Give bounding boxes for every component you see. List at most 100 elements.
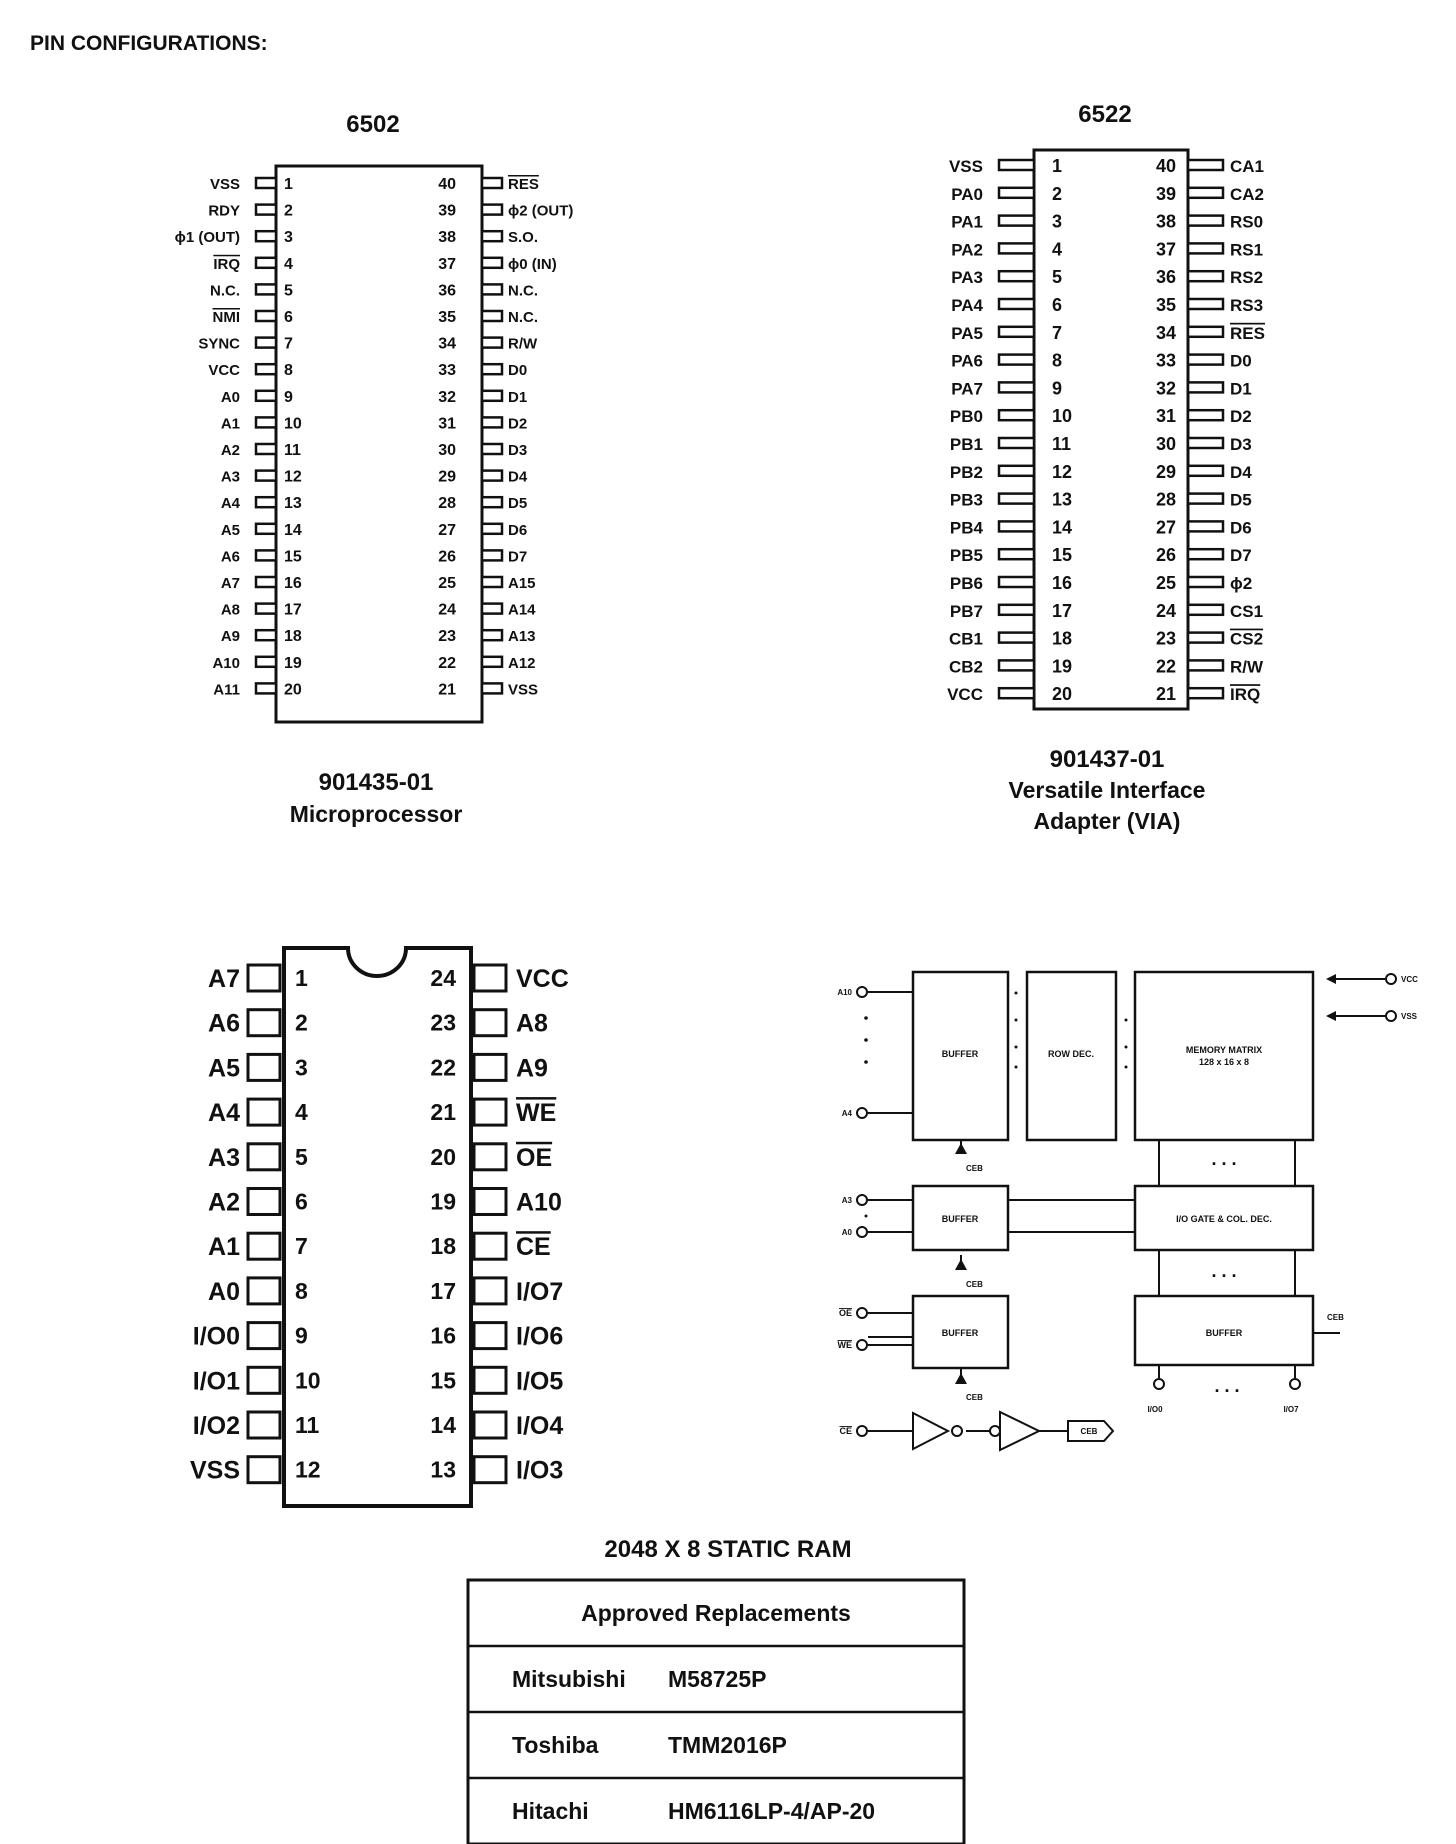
- chip-6522-pin-3-lead: [997, 214, 1036, 227]
- chip-ram-pin-14-number: 14: [430, 1412, 456, 1438]
- chip-6522-pin-35-name: RS3: [1230, 296, 1263, 315]
- chip-6502-pin-26-name: D7: [508, 548, 527, 565]
- chip-ram-pin-13-number: 13: [430, 1457, 456, 1483]
- chip-6502-pin-9-number: 9: [284, 389, 293, 406]
- chip-ram-pin-19-number: 19: [430, 1189, 456, 1215]
- chip-6502-pin-3-number: 3: [284, 229, 293, 246]
- chip-6502-pin-13-name: A4: [221, 495, 241, 512]
- chip-6502-pin-19-name: A10: [212, 655, 240, 672]
- chip-ram-pin-11-name: I/O2: [193, 1412, 240, 1440]
- chip-6522-pin-13-name: PB3: [950, 491, 983, 510]
- control-buffer-label: BUFFER: [942, 1328, 979, 1338]
- chip-6502-pin-29-name: D4: [508, 469, 528, 486]
- chip-6522-pin-8-name: PA6: [951, 352, 983, 371]
- chip-6502-pin-9-name: A0: [221, 389, 240, 406]
- chip-6522-pin-26-lead: [1186, 547, 1225, 561]
- chip-6522-pin-31-lead: [1186, 408, 1225, 422]
- ce-inverter-bubble: [951, 1425, 963, 1437]
- chip-6502-pin-16-number: 16: [284, 575, 302, 592]
- chip-6522-pin-33-lead: [1186, 353, 1225, 366]
- chip-6502-pin-33-name: D0: [508, 362, 527, 379]
- chip-6502-pinout: 6502 901435-01 Microprocessor 1VSS2RDY3ϕ…: [175, 111, 574, 827]
- input-a10-label: A10: [837, 988, 852, 997]
- chip-6502-pin-17-number: 17: [284, 602, 302, 619]
- replacement-part-3: HM6116LP-4/AP-20: [668, 1798, 875, 1824]
- chip-6502-pin-18-lead: [254, 628, 278, 642]
- chip-ram-pin-17-name: I/O7: [516, 1278, 563, 1306]
- ceb-label-control: CEB: [966, 1393, 983, 1402]
- chip-6522-pin-24-name: CS1: [1230, 602, 1263, 621]
- chip-6522-pin-27-name: D6: [1230, 518, 1252, 537]
- ce-buffer-input-bubble: [989, 1425, 1001, 1437]
- vcc-label: VCC: [1401, 975, 1418, 984]
- chip-6522-pin-30-lead: [1186, 436, 1225, 450]
- chip-6522-pin-12-number: 12: [1052, 462, 1072, 482]
- chip-ram-title: 2048 X 8 STATIC RAM: [604, 1536, 851, 1563]
- chip-ram-pin-10-lead: [246, 1365, 282, 1395]
- chip-6502-pin-25-lead: [480, 575, 504, 589]
- chip-6522-pin-20-name: VCC: [947, 685, 983, 704]
- row-buffer-label: BUFFER: [942, 1049, 979, 1059]
- chip-6502-pin-6-number: 6: [284, 309, 293, 326]
- chip-6502-pin-36-number: 36: [438, 282, 456, 299]
- chip-6522-pin-39-lead: [1186, 186, 1225, 200]
- chip-6502-pin-35-number: 35: [438, 309, 456, 326]
- chip-6502-pin-23-number: 23: [438, 628, 456, 645]
- chip-ram-pin-13-lead: [472, 1455, 508, 1485]
- chip-6522-pin-37-lead: [1186, 242, 1225, 255]
- chip-6502-pin-22-number: 22: [438, 655, 456, 672]
- chip-6522-pin-1-number: 1: [1052, 156, 1062, 176]
- chip-6502-pin-30-number: 30: [438, 442, 456, 459]
- chip-6502-pin-12-number: 12: [284, 469, 302, 486]
- chip-6502-pin-19-lead: [254, 655, 278, 669]
- chip-ram-pin-23-name: A8: [516, 1010, 548, 1038]
- chip-6522-pin-40-name: CA1: [1230, 157, 1264, 176]
- chip-ram-body: [282, 946, 473, 1508]
- chip-ram-pin-6-lead: [246, 1187, 282, 1216]
- replacement-part-1: M58725P: [668, 1666, 766, 1692]
- vss-label: VSS: [1401, 1012, 1418, 1021]
- chip-ram-pin-10-number: 10: [295, 1367, 321, 1393]
- chip-6522-pin-30-number: 30: [1156, 434, 1176, 454]
- chip-6522-pin-35-lead: [1186, 297, 1225, 311]
- block-diagram-arrows: [955, 974, 1336, 1384]
- chip-ram-pin-16-number: 16: [430, 1323, 456, 1349]
- chip-6522-pin-7-name: PA5: [951, 324, 983, 343]
- chip-6522-pin-21-lead: [1186, 686, 1225, 700]
- chip-ram-pin-5-lead: [246, 1142, 282, 1172]
- chip-6522-pin-21-name: IRQ: [1230, 685, 1260, 704]
- chip-6522-pin-22-number: 22: [1156, 656, 1176, 676]
- chip-ram-pin-22-name: A9: [516, 1054, 548, 1082]
- chip-6522-pin-11-name: PB1: [950, 435, 983, 454]
- chip-6522-pin-36-name: RS2: [1230, 268, 1263, 287]
- chip-ram-pinout: 2048 X 8 STATIC RAM 1A72A63A54A45A36A27A…: [190, 946, 852, 1563]
- chip-6522-pin-12-name: PB2: [950, 463, 983, 482]
- chip-6522-pin-14-lead: [997, 520, 1036, 533]
- chip-ram-pin-7-number: 7: [295, 1233, 308, 1259]
- chip-6522-pin-11-lead: [997, 436, 1036, 450]
- chip-6522-pin-35-number: 35: [1156, 295, 1176, 315]
- chip-ram-pin-3-name: A5: [208, 1054, 240, 1082]
- chip-6502-pin-5-name: N.C.: [210, 282, 240, 299]
- chip-ram-pin-5-name: A3: [208, 1144, 240, 1172]
- gate-column-dots: . . .: [1211, 1261, 1236, 1281]
- chip-ram-pin-15-number: 15: [430, 1367, 456, 1393]
- chip-6522-pin-31-number: 31: [1156, 406, 1176, 426]
- chip-6502-pin-18-name: A9: [221, 628, 240, 645]
- chip-6502-pin-32-number: 32: [438, 389, 456, 406]
- chip-6522-pin-13-number: 13: [1052, 490, 1072, 510]
- chip-6522-pin-38-lead: [1186, 214, 1225, 227]
- chip-ram-pin-7-name: A1: [208, 1233, 240, 1261]
- chip-6522-pin-1-name: VSS: [949, 157, 983, 176]
- ce-buffer-gate: [999, 1410, 1042, 1452]
- chip-ram-pin-16-lead: [472, 1321, 508, 1351]
- chip-ram-pin-14-name: I/O4: [516, 1412, 563, 1440]
- chip-6502-pin-27-lead: [480, 522, 504, 536]
- matrix-column-dots: . . .: [1211, 1149, 1236, 1169]
- chip-6502-pin-4-lead: [254, 256, 278, 270]
- chip-6522-pin-18-name: CB1: [949, 630, 983, 649]
- chip-ram-pin-20-lead: [472, 1142, 508, 1172]
- chip-6522-pin-38-number: 38: [1156, 212, 1176, 232]
- chip-6502-pin-19-number: 19: [284, 655, 302, 672]
- chip-6502-pin-40-number: 40: [438, 176, 456, 193]
